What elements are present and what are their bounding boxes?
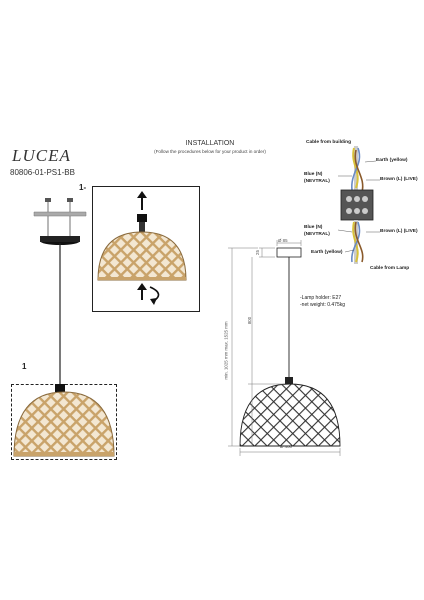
ceiling-bracket-icon: [33, 198, 87, 245]
brand-name: LUCEA: [12, 146, 71, 165]
socket-icon: [137, 214, 147, 232]
installation-title: INSTALLATION: [185, 140, 235, 147]
wiring-blue-top: Blue (N) (NEVTRAL): [304, 172, 330, 184]
wiring-earth-top: Earth (yellow): [376, 158, 408, 163]
tech-canopy: [276, 247, 302, 380]
wiring-earth-bottom: Earth (yellow): [311, 250, 343, 255]
shade-left-icon: [13, 384, 115, 457]
product-code: 80806-01-PS1-BB: [10, 168, 75, 177]
step-detail-box: [92, 186, 200, 312]
dim-shade-diameter: Ø 400: [280, 444, 292, 449]
shade-step-icon: [97, 231, 187, 281]
wiring-blue-bottom: Blue (N) (NEVTRAL): [304, 225, 330, 237]
spec-net-weight: -net weight: 0.475kg: [300, 302, 346, 308]
wiring-brown-bottom: Brown (L) (LIVE): [380, 229, 418, 234]
spec-lamp-holder: -Lamp holder: E27: [300, 295, 342, 301]
step-arrow-rotate-icon: [137, 283, 160, 305]
dimension-lines: [228, 240, 341, 456]
wiring-cable-from-lamp: Cable from Lamp: [370, 266, 410, 271]
wiring-diagram-icon: [337, 146, 380, 264]
installation-note: (Follow the procedures below for your pr…: [154, 149, 266, 154]
wiring-brown-top: Brown (L) (LIVE): [380, 177, 418, 182]
dim-canopy-diameter: Ø 85: [278, 238, 288, 243]
wiring-cable-from-building: Cable from building: [306, 140, 352, 145]
step-number: 1-: [79, 183, 87, 192]
tech-shade-icon: [239, 377, 341, 447]
detail-marker: 1: [22, 362, 27, 371]
step-arrow-up-icon: [137, 191, 147, 210]
